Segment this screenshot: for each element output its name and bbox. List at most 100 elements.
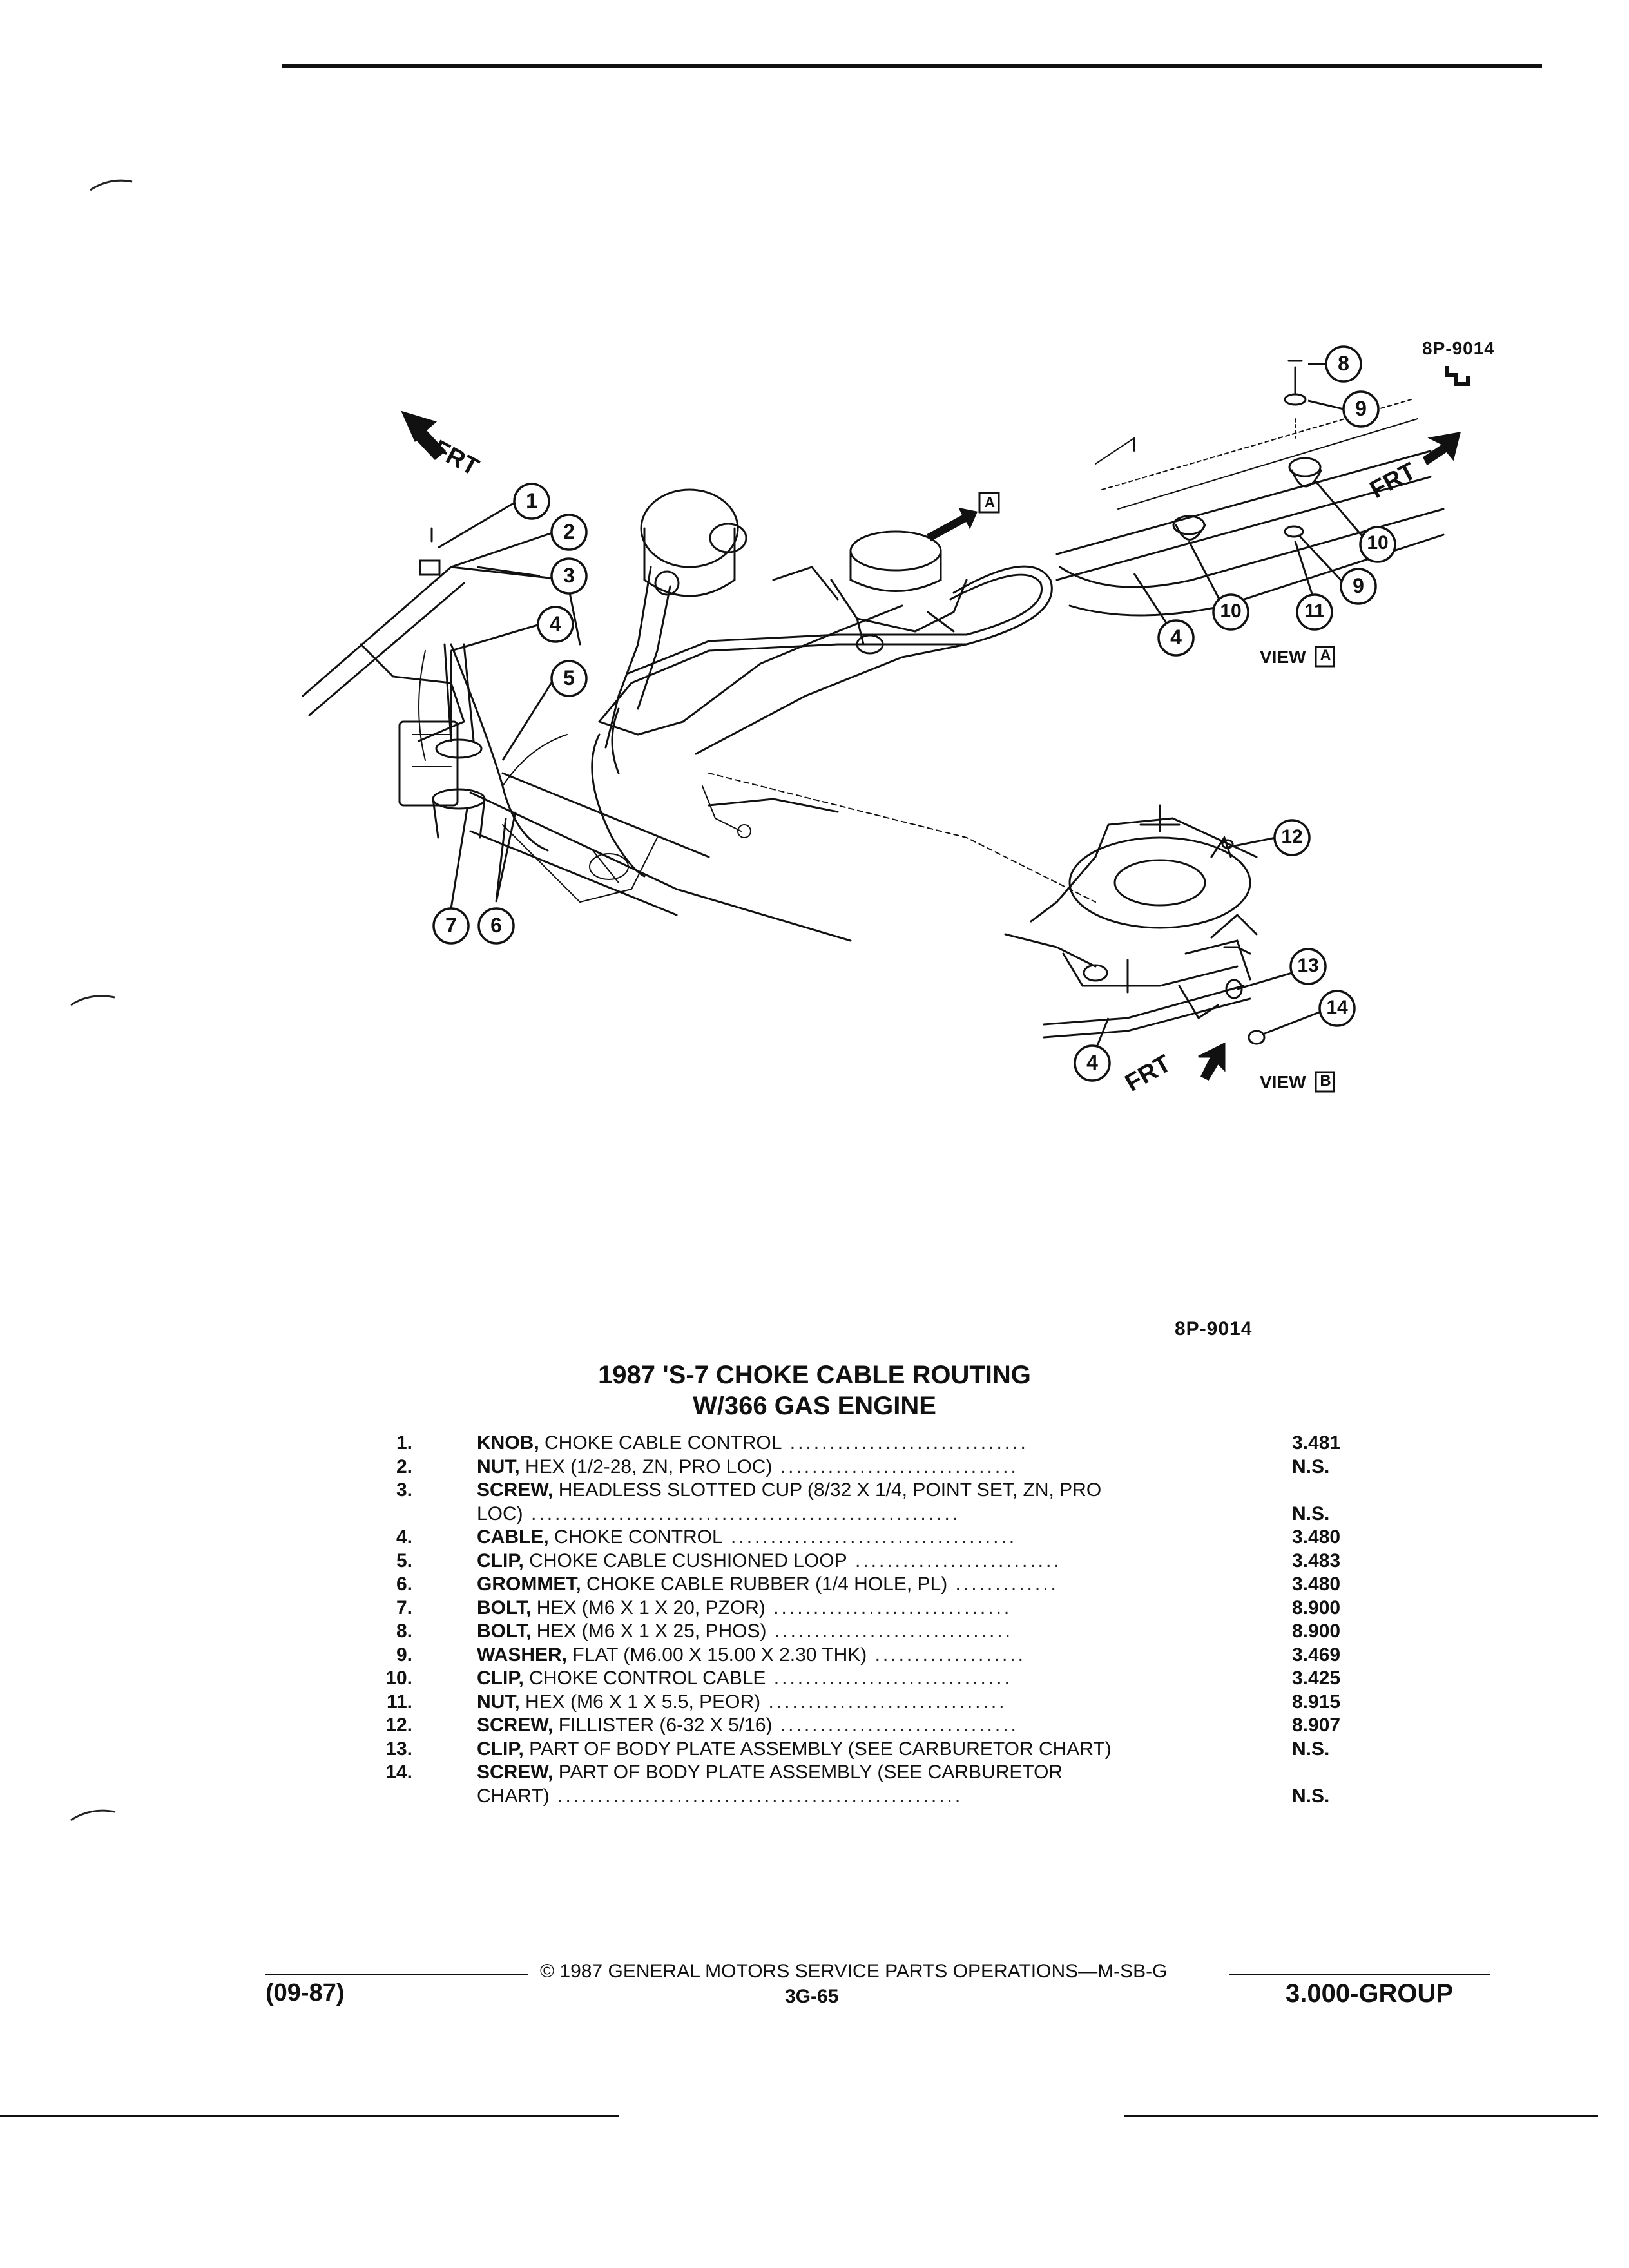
item-name: NUT,	[477, 1691, 520, 1713]
item-number: 10.	[385, 1667, 412, 1689]
item-description: CHOKE CONTROL CABLE	[523, 1667, 766, 1689]
item-description: HEX (M6 X 1 X 25, PHOS)	[531, 1620, 767, 1642]
top-rule	[282, 64, 1542, 68]
callout-5: 5	[563, 666, 575, 689]
callout-11: 11	[1304, 601, 1325, 622]
item-group-number: 8.900	[1292, 1597, 1341, 1619]
bottom-rule-right	[1124, 2115, 1598, 2117]
callout-4: 4	[550, 612, 561, 635]
list-item: 10. CLIP, CHOKE CONTROL CABLE ..........…	[374, 1667, 1405, 1691]
view-a-marker-letter: A	[985, 494, 995, 510]
item-name: WASHER,	[477, 1644, 568, 1666]
callout-3: 3	[563, 564, 575, 587]
footer-rule-left	[265, 1974, 528, 1975]
list-item: 7. BOLT, HEX (M6 X 1 X 20, PZOR) .......…	[374, 1597, 1405, 1620]
item-name: SCREW,	[477, 1479, 554, 1501]
item-description: HEADLESS SLOTTED CUP (8/32 X 1/4, POINT …	[553, 1479, 1102, 1501]
item-number: 12.	[385, 1715, 412, 1736]
list-item: 2. NUT, HEX (1/2-28, ZN, PRO LOC) ......…	[374, 1456, 1405, 1479]
leader-dots: ..........................	[847, 1550, 1062, 1571]
item-description-continued: CHART)	[477, 1785, 550, 1807]
item-description: FLAT (M6.00 X 15.00 X 2.30 THK)	[567, 1644, 867, 1666]
view-b-label: VIEW	[1260, 1072, 1306, 1092]
item-number: 9.	[396, 1644, 412, 1666]
leader-dots: ........................................…	[523, 1503, 961, 1524]
callout-9-bottom: 9	[1353, 574, 1364, 597]
item-group-number: 3.425	[1292, 1667, 1341, 1689]
item-description: HEX (M6 X 1 X 20, PZOR)	[531, 1597, 766, 1619]
callout-13: 13	[1297, 955, 1319, 976]
leader-dots: ..............................	[782, 1432, 1028, 1454]
list-item: 8. BOLT, HEX (M6 X 1 X 25, PHOS) .......…	[374, 1620, 1405, 1644]
item-group-number: 3.480	[1292, 1526, 1341, 1548]
item-group-number: N.S.	[1292, 1456, 1330, 1477]
footer-date: (09-87)	[265, 1979, 345, 2006]
footer-page-number: 3G-65	[785, 1986, 839, 2007]
item-description: CHOKE CONTROL	[548, 1526, 723, 1548]
list-item: 1. KNOB, CHOKE CABLE CONTROL ...........…	[374, 1432, 1405, 1456]
leader-dots: ...................	[867, 1644, 1026, 1666]
list-item: 5. CLIP, CHOKE CABLE CUSHIONED LOOP ....…	[374, 1550, 1405, 1573]
item-number: 13.	[385, 1738, 412, 1760]
footer-copyright: © 1987 GENERAL MOTORS SERVICE PARTS OPER…	[540, 1961, 1168, 1982]
item-name: BOLT,	[477, 1597, 532, 1619]
page-subtitle: W/366 GAS ENGINE	[693, 1392, 936, 1420]
list-item: 4. CABLE, CHOKE CONTROL ................…	[374, 1526, 1405, 1550]
callout-2: 2	[563, 520, 575, 543]
item-description: CHOKE CABLE CONTROL	[539, 1432, 782, 1454]
callout-8: 8	[1338, 352, 1349, 375]
item-description: HEX (M6 X 1 X 5.5, PEOR)	[519, 1691, 761, 1713]
item-description: HEX (1/2-28, ZN, PRO LOC)	[519, 1456, 773, 1477]
item-number: 1.	[396, 1432, 412, 1454]
item-group-number: 3.480	[1292, 1573, 1341, 1595]
callout-10-right: 10	[1367, 532, 1389, 553]
item-name: CLIP,	[477, 1667, 524, 1689]
margin-marks	[70, 179, 133, 1821]
leader-dots: ....................................	[722, 1526, 1017, 1548]
leader-dots: ..............................	[765, 1597, 1012, 1619]
item-group-number: 3.469	[1292, 1644, 1341, 1666]
item-name: KNOB,	[477, 1432, 539, 1454]
item-group-number: N.S.	[1292, 1503, 1330, 1524]
item-group-number: N.S.	[1292, 1738, 1330, 1760]
callout-7: 7	[445, 914, 457, 937]
item-number: 5.	[396, 1550, 412, 1571]
item-number: 6.	[396, 1573, 412, 1595]
page-title: 1987 'S-7 CHOKE CABLE ROUTING	[598, 1361, 1031, 1389]
item-number: 7.	[396, 1597, 412, 1619]
item-name: SCREW,	[477, 1762, 554, 1783]
item-group-number: 3.483	[1292, 1550, 1341, 1571]
view-a-label: VIEW	[1260, 647, 1306, 667]
bottom-rule-left	[0, 2115, 619, 2117]
item-number: 3.	[396, 1479, 412, 1501]
list-item: 3. SCREW, HEADLESS SLOTTED CUP (8/32 X 1…	[374, 1479, 1405, 1526]
callout-4-view-b: 4	[1086, 1051, 1098, 1074]
list-item: 12. SCREW, FILLISTER (6-32 X 5/16) .....…	[374, 1714, 1405, 1738]
callout-4-view-a: 4	[1170, 626, 1182, 649]
item-name: CLIP,	[477, 1738, 524, 1760]
list-item: 13. CLIP, PART OF BODY PLATE ASSEMBLY (S…	[374, 1738, 1405, 1762]
leader-dots: ........................................…	[549, 1785, 963, 1807]
item-group-number: 8.900	[1292, 1620, 1341, 1642]
item-description: PART OF BODY PLATE ASSEMBLY (SEE CARBURE…	[553, 1762, 1063, 1783]
item-description: CHOKE CABLE RUBBER (1/4 HOLE, PL)	[581, 1573, 948, 1595]
parts-list: 1. KNOB, CHOKE CABLE CONTROL ...........…	[374, 1432, 1405, 1808]
item-number: 14.	[385, 1762, 412, 1783]
item-description: CHOKE CABLE CUSHIONED LOOP	[523, 1550, 847, 1571]
item-name: BOLT,	[477, 1620, 532, 1642]
callout-12: 12	[1281, 826, 1303, 847]
item-description: FILLISTER (6-32 X 5/16)	[553, 1715, 773, 1736]
item-name: CABLE,	[477, 1526, 549, 1548]
figure-ref-code: 8P-9014	[1175, 1318, 1253, 1340]
illustration-ref-code: 8P-9014	[1422, 338, 1495, 358]
view-b-box-letter: B	[1320, 1072, 1331, 1090]
view-a-box-letter: A	[1320, 647, 1331, 664]
item-name: NUT,	[477, 1456, 520, 1477]
callout-14: 14	[1326, 997, 1348, 1018]
list-item: 9. WASHER, FLAT (M6.00 X 15.00 X 2.30 TH…	[374, 1644, 1405, 1667]
footer-rule-right	[1229, 1974, 1490, 1975]
item-name: GROMMET,	[477, 1573, 581, 1595]
item-number: 8.	[396, 1620, 412, 1642]
item-group-number: 8.907	[1292, 1715, 1341, 1736]
leader-dots: .............	[947, 1573, 1059, 1595]
